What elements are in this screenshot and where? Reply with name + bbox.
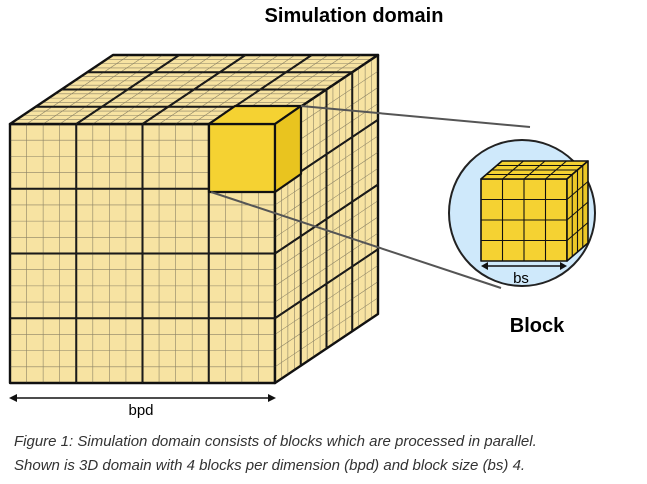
bs-label: bs [513,270,529,287]
callout-line-top [300,105,531,128]
block-cell-line [566,222,589,241]
bs-dimension-arrow [481,262,567,270]
diagram-title: Simulation domain [265,5,444,27]
bpd-dimension-arrow [9,394,276,402]
caption-line-2: Shown is 3D domain with 4 blocks per dim… [14,457,526,474]
block-cell-lines [481,160,589,261]
cell-line [274,249,379,319]
bs-arrow-right-head [560,262,567,270]
cell-line [274,232,379,303]
highlighted-block-front [207,122,277,194]
block-cell-line [545,160,567,180]
cell-line [274,297,379,368]
cell-line [274,184,379,254]
bpd-label: bpd [128,402,153,419]
cell-line [274,216,379,287]
highlighted-block-side [273,104,303,194]
bpd-arrow-left-head [9,394,17,402]
domain-cube [8,53,380,385]
bs-arrow-left-head [481,262,488,270]
highlighted-block [207,104,303,194]
block-label: Block [510,315,565,337]
figure-caption: Figure 1: Simulation domain consists of … [14,430,639,478]
caption-line-1: Figure 1: Simulation domain consists of … [14,433,537,450]
cell-line [274,200,379,270]
cell-line [274,265,379,335]
block-cell-line [566,201,589,221]
cell-line [175,54,279,125]
cell-line [192,54,296,125]
callout-line-bottom [210,191,502,289]
cell-line [274,281,379,351]
cell-line [158,54,263,125]
cell-grid-lines [10,54,379,383]
bpd-arrow-right-head [268,394,276,402]
